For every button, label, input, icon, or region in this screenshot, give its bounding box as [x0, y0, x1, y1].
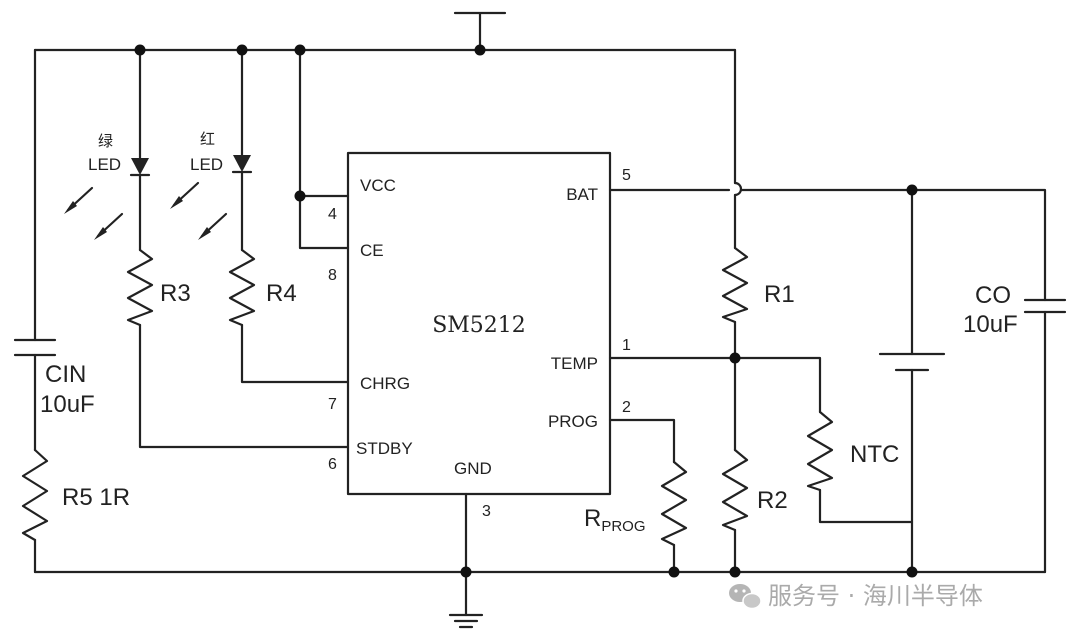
junction-dots — [134, 44, 918, 578]
led-green — [129, 158, 151, 177]
capacitor-cin — [13, 338, 57, 357]
resistor-rprog — [660, 460, 688, 547]
pin-temp-number: 1 — [622, 337, 631, 354]
ground-symbol — [448, 613, 484, 629]
r1-label: R1 — [764, 281, 795, 308]
pin-bat-number: 5 — [622, 167, 631, 184]
pin-ce-number: 8 — [328, 267, 337, 284]
chip-body — [346, 151, 612, 496]
wechat-icon — [729, 584, 762, 610]
resistor-r3 — [126, 248, 154, 327]
pin-gnd-label: GND — [454, 459, 492, 478]
pin-vcc-label: VCC — [360, 176, 396, 195]
battery-symbol — [878, 352, 946, 372]
co-value-label: 10uF — [963, 311, 1018, 338]
resistor-r2 — [721, 448, 749, 532]
r4-label: R4 — [266, 280, 297, 307]
pin-chrg-label: CHRG — [360, 374, 410, 393]
rprog-label-main: R — [584, 505, 601, 532]
pin-temp-label: TEMP — [551, 354, 598, 373]
chip-name: SM5212 — [432, 313, 526, 338]
resistor-r1 — [721, 246, 749, 324]
resistor-ntc — [806, 410, 834, 492]
pin-bat-label: BAT — [566, 185, 598, 204]
wires — [33, 11, 1047, 617]
cin-name-label: CIN — [45, 361, 86, 388]
led-red — [231, 155, 253, 174]
r2-label: R2 — [757, 487, 788, 514]
led-green-color-label: 绿 — [98, 132, 113, 150]
rprog-label-sub: PROG — [601, 518, 645, 535]
watermark-text: 服务号 · 海川半导体 — [768, 582, 983, 610]
pin-prog-number: 2 — [622, 399, 631, 416]
led-red-color-label: 红 — [200, 130, 215, 148]
resistor-r4 — [228, 248, 256, 327]
cin-value-label: 10uF — [40, 391, 95, 418]
rprog-label: RPROG — [584, 505, 646, 535]
led-green-type-label: LED — [88, 155, 121, 174]
co-name-label: CO — [975, 282, 1011, 309]
pin-ce-label: CE — [360, 241, 384, 260]
capacitor-co — [1023, 298, 1067, 314]
pin-stdby-label: STDBY — [356, 439, 413, 458]
pin-vcc-number: 4 — [328, 206, 337, 223]
ntc-label: NTC — [850, 441, 899, 468]
pin-prog-label: PROG — [548, 412, 598, 431]
r3-label: R3 — [160, 280, 191, 307]
watermark: 服务号 · 海川半导体 — [729, 582, 983, 610]
r5-label: R5 1R — [62, 484, 130, 511]
pin-stdby-number: 6 — [328, 456, 337, 473]
pin-chrg-number: 7 — [328, 396, 337, 413]
pin-gnd-number: 3 — [482, 503, 491, 520]
led-red-type-label: LED — [190, 155, 223, 174]
resistor-r5 — [21, 448, 49, 542]
led-arrows — [64, 181, 228, 240]
